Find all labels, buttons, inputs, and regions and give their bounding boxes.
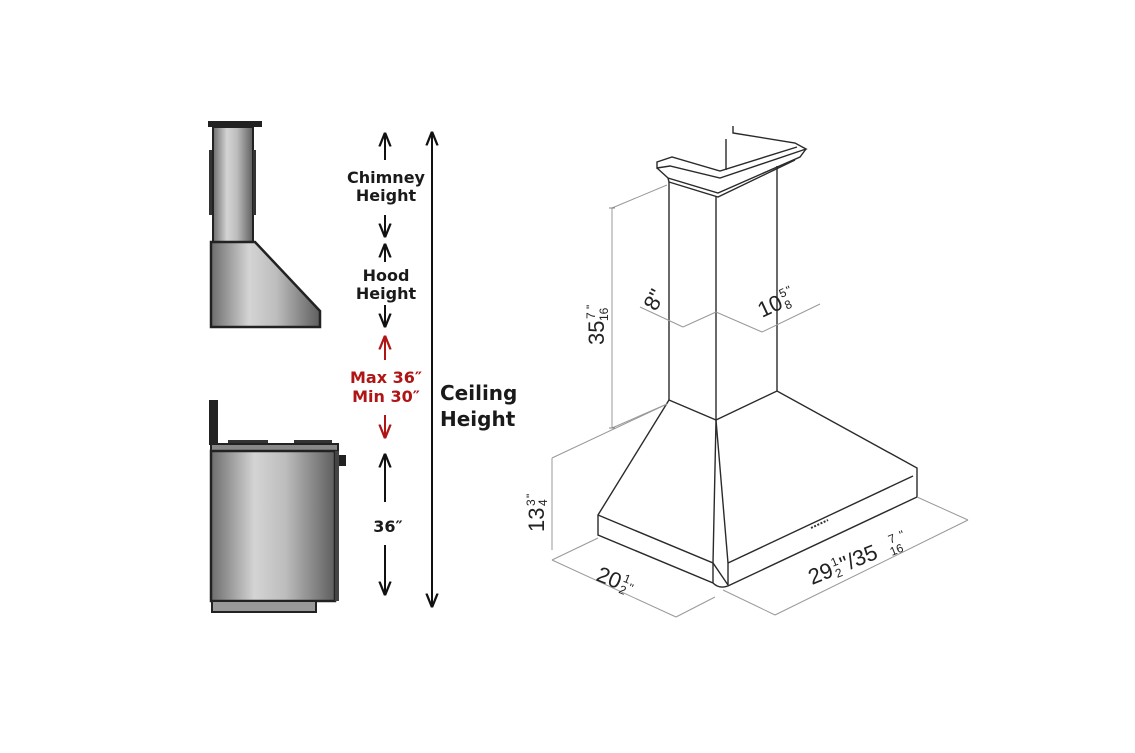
isometric-hood-drawing [597,126,918,588]
hood-height-label-1: Hood [363,266,410,285]
svg-text:2: 2 [833,565,845,581]
chimney-height-label-1: Chimney [347,168,426,187]
hood-width-dimension: 29 1 2 "/35 7 16 " [805,527,907,589]
svg-text:35: 35 [584,321,609,345]
svg-text:1: 1 [829,554,841,570]
svg-text:16: 16 [888,541,906,559]
side-hood-illustration [208,121,322,329]
clearance-min-label: Min 30″ [352,387,420,406]
svg-text:2: 2 [617,582,629,598]
svg-text:4: 4 [536,499,550,506]
svg-text:8": 8" [638,285,669,314]
isometric-dimension-lines [551,184,969,618]
chimney-height-dimension: 35 7 16 " [584,305,611,345]
svg-text:7: 7 [886,531,898,547]
hood-depth-dimension: 20 1 2 " [593,561,635,598]
svg-text:3: 3 [524,499,538,506]
ceiling-height-label-1: Ceiling [440,381,517,405]
counter-height-label: 36″ [373,517,402,536]
clearance-max-label: Max 36″ [350,368,422,387]
svg-text:": " [897,527,906,542]
chimney-height-label-2: Height [356,186,417,205]
side-range-illustration [209,400,346,613]
chimney-depth-dimension: 8" [638,285,669,314]
control-buttons [810,519,829,529]
svg-text:"/35: "/35 [836,539,881,577]
hood-height-dimension: 13 3 4 " [524,494,550,532]
svg-text:13: 13 [524,508,549,532]
svg-text:": " [626,581,635,596]
hood-height-label-2: Height [356,284,417,303]
ceiling-height-label-2: Height [440,407,516,431]
svg-text:": " [584,305,598,309]
svg-text:": " [524,494,538,498]
svg-text:": " [784,283,794,297]
svg-text:7: 7 [584,312,598,319]
side-dimension-arrows [385,133,432,606]
side-labels: Chimney Height Hood Height Max 36″ Min 3… [347,168,517,536]
svg-text:16: 16 [597,307,611,321]
svg-text:1: 1 [621,571,633,587]
